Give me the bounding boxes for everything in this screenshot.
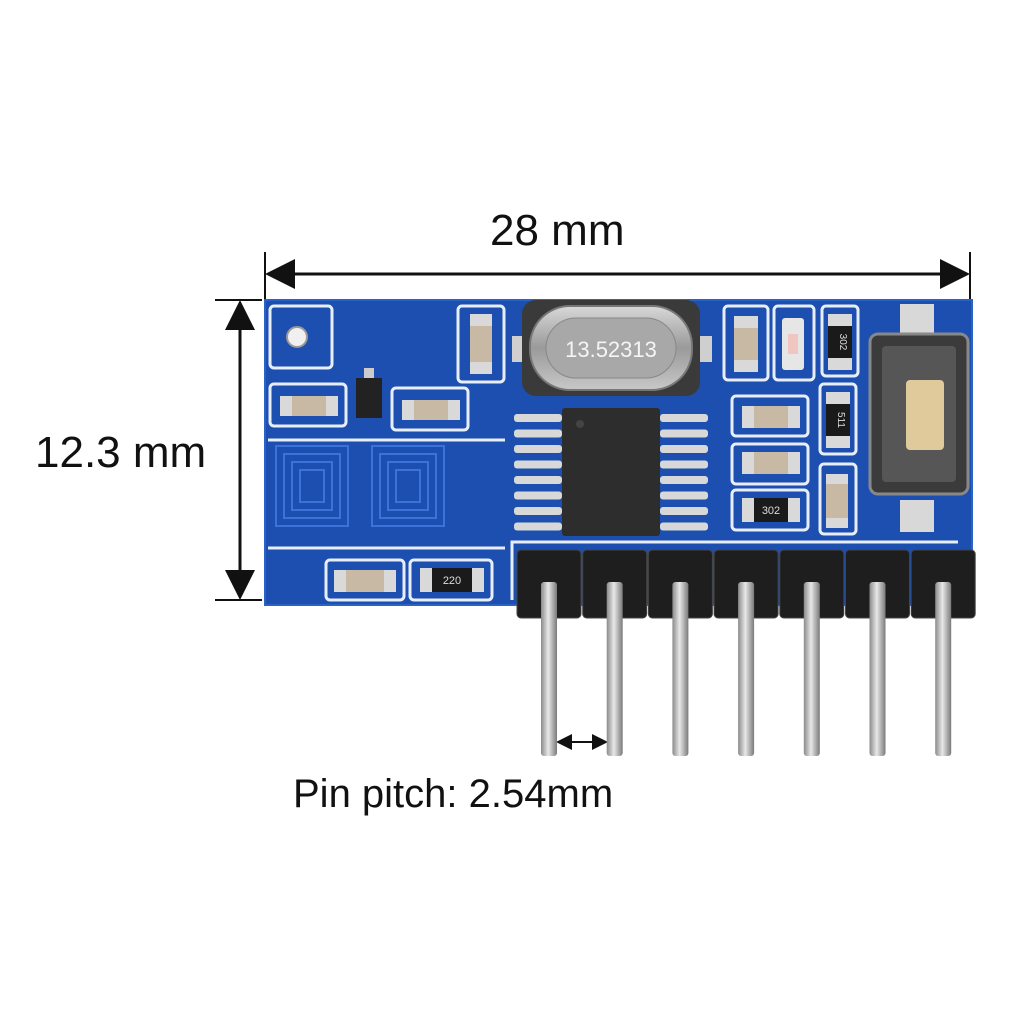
header-pin <box>606 582 623 756</box>
resistor-marking: 302 <box>762 505 780 517</box>
capacitor <box>280 396 338 416</box>
resistor-302-bottom <box>742 498 800 522</box>
ic-lead <box>514 445 562 453</box>
resistor-302-top <box>828 314 852 370</box>
capacitor <box>402 400 460 420</box>
resistor-511 <box>826 392 850 448</box>
ic-lead <box>660 491 708 500</box>
resistor-marking: 511 <box>835 412 846 428</box>
ic-lead <box>514 429 562 438</box>
capacitor <box>742 452 800 474</box>
ic-lead <box>660 414 708 422</box>
ic-lead <box>514 414 562 422</box>
capacitor <box>742 406 800 428</box>
pin-header <box>516 549 976 756</box>
header-pin <box>738 582 755 756</box>
capacitor <box>734 316 758 372</box>
pin-pitch-label: Pin pitch: 2.54mm <box>293 772 614 816</box>
ic-lead <box>660 507 708 515</box>
capacitor <box>826 474 848 528</box>
header-pin <box>803 582 820 756</box>
header-pin <box>541 582 557 756</box>
ic-lead <box>514 491 562 500</box>
ic-lead <box>660 522 708 531</box>
width-label: 28 mm <box>490 206 625 255</box>
ic-lead <box>660 460 708 469</box>
ic-lead <box>514 507 562 515</box>
ic-lead <box>660 445 708 453</box>
smd-components: 302 511 302 220 <box>280 314 852 592</box>
capacitor <box>334 570 396 592</box>
header-pin <box>935 582 952 756</box>
led <box>782 318 804 370</box>
crystal-marking: 13.52313 <box>565 337 657 362</box>
resistor-220 <box>420 568 484 592</box>
header-pin <box>869 582 886 756</box>
ic-lead <box>514 522 562 531</box>
header-pin <box>672 582 689 756</box>
ic-lead <box>514 460 562 469</box>
ic-chip <box>514 408 708 536</box>
ic-lead <box>660 429 708 438</box>
tactile-button <box>868 304 970 532</box>
ic-lead <box>514 476 562 484</box>
height-dimension <box>215 299 262 601</box>
transistor <box>356 368 382 418</box>
width-dimension <box>264 252 971 300</box>
resistor-marking: 220 <box>443 575 461 587</box>
antenna-pattern <box>275 445 445 527</box>
ic-lead <box>660 476 708 484</box>
resistor-marking: 302 <box>837 334 848 351</box>
crystal-oscillator: 13.52313 <box>512 300 712 396</box>
capacitor <box>470 314 492 374</box>
height-label: 12.3 mm <box>35 428 207 477</box>
